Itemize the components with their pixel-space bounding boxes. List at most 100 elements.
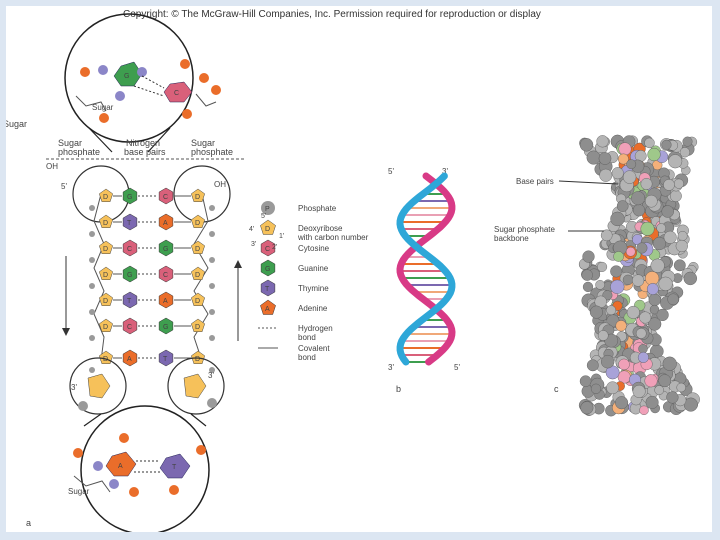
atom-sphere xyxy=(662,356,677,371)
oxygen-atom xyxy=(73,448,83,458)
svg-text:1': 1' xyxy=(279,233,284,240)
deoxyribose-shape xyxy=(191,214,205,228)
phosphate-atom xyxy=(209,309,215,315)
legend-symbol: C xyxy=(265,246,270,253)
svg-text:T: T xyxy=(172,464,177,471)
atom-sphere xyxy=(598,152,612,165)
adenine-icon xyxy=(260,299,276,315)
svg-text:5': 5' xyxy=(261,213,266,220)
atom-sphere xyxy=(647,147,661,162)
atom-sphere xyxy=(597,330,609,341)
magnifier-connector xyxy=(147,127,171,153)
legend-label: Cytosine xyxy=(298,244,330,253)
sugar-bottom-label: Sugar xyxy=(68,487,90,496)
atom-sphere xyxy=(658,374,672,388)
atom-sphere xyxy=(673,259,686,272)
phosphate-atom xyxy=(89,335,95,341)
deoxyribose-letter: D xyxy=(195,324,200,331)
svg-text:2': 2' xyxy=(272,244,277,251)
bottom-right-detail-circle xyxy=(167,357,225,415)
deoxyribose-letter: D xyxy=(103,246,108,253)
oxygen-atom xyxy=(182,109,192,119)
panel-b-letter: b xyxy=(396,384,401,394)
deoxyribose-letter: D xyxy=(195,298,200,305)
deoxyribose-letter: D xyxy=(103,194,108,201)
deoxyribose-shape xyxy=(99,214,113,228)
bottom-molecule-detail: A T xyxy=(73,433,206,497)
base-letter: T xyxy=(127,220,132,227)
phosphate-atom xyxy=(209,367,215,373)
oxygen-atom xyxy=(99,113,109,123)
atom-sphere xyxy=(648,293,661,306)
base-right xyxy=(158,239,174,257)
end-3-label-bottom-right: 3' xyxy=(208,371,214,380)
atom-sphere xyxy=(590,383,602,394)
atom-sphere xyxy=(649,304,660,315)
base-pairs-label: Base pairs xyxy=(516,177,554,186)
atom-sphere xyxy=(596,135,609,148)
atom-sphere xyxy=(682,136,693,147)
base-left xyxy=(122,239,138,257)
atom-sphere xyxy=(677,230,688,241)
sugar-chain xyxy=(195,93,217,107)
atom-sphere xyxy=(668,154,683,169)
base-letter: C xyxy=(127,246,132,253)
deoxyribose-letter: D xyxy=(195,272,200,279)
atom-sphere xyxy=(601,355,615,369)
base-left xyxy=(122,187,138,205)
atom-sphere xyxy=(652,236,667,251)
top-molecule-detail: G C Sugar xyxy=(75,59,221,123)
base-left xyxy=(122,291,138,309)
oxygen-atom xyxy=(119,433,129,443)
phosphate-atom xyxy=(209,257,215,263)
base-right xyxy=(158,317,174,335)
panel-b: 5' 3' 3' 5' b xyxy=(388,167,460,394)
oh-label: OH xyxy=(46,162,58,171)
oxygen-atom xyxy=(196,445,206,455)
base-left xyxy=(122,265,138,283)
phosphate-icon xyxy=(261,201,275,215)
deoxyribose-letter: D xyxy=(195,220,200,227)
sugar-chain xyxy=(75,95,107,112)
atom-sphere xyxy=(663,179,675,191)
base-letter: T xyxy=(127,298,132,305)
atom-sphere xyxy=(610,211,625,227)
atom-sphere xyxy=(676,382,686,393)
atom-sphere xyxy=(582,281,594,293)
legend-label: Adenine xyxy=(298,304,328,313)
thymine-ring xyxy=(159,453,191,479)
atom-sphere xyxy=(625,246,636,257)
phosphate-atom xyxy=(209,335,215,341)
base-letter: A xyxy=(163,220,168,227)
atom-sphere xyxy=(632,384,646,398)
atom-sphere xyxy=(599,168,613,182)
atom-sphere xyxy=(639,405,649,415)
atom-sphere xyxy=(673,178,684,189)
atom-sphere xyxy=(600,229,613,242)
legend-symbol: T xyxy=(265,286,270,293)
atom-sphere xyxy=(640,177,653,190)
panel-a: G C Sugar Sugar Sugar phosphate Nitrogen xyxy=(6,13,244,532)
oh-label-right: OH xyxy=(214,180,226,189)
deoxyribose-letter: D xyxy=(103,324,108,331)
atom-sphere xyxy=(656,223,667,233)
phosphate-atom xyxy=(89,231,95,237)
deoxyribose-letter: D xyxy=(103,272,108,279)
magnifier-connector xyxy=(190,413,207,427)
atom-sphere xyxy=(626,159,637,170)
atom-sphere xyxy=(622,170,637,184)
nitrogen-atom xyxy=(137,67,147,77)
atom-sphere xyxy=(618,142,632,156)
helix-strand-blue xyxy=(396,172,456,366)
deoxyribose-letter: D xyxy=(195,356,200,363)
hydrogen-bond xyxy=(133,85,165,97)
atom-sphere xyxy=(606,305,616,316)
panel-b-bottom-5: 5' xyxy=(454,363,460,372)
base-right xyxy=(158,265,174,283)
phosphate-atom xyxy=(89,367,95,373)
nitrogen-atom xyxy=(98,65,108,75)
nitrogen-atom xyxy=(93,461,103,471)
deoxyribose-shape xyxy=(99,292,113,306)
